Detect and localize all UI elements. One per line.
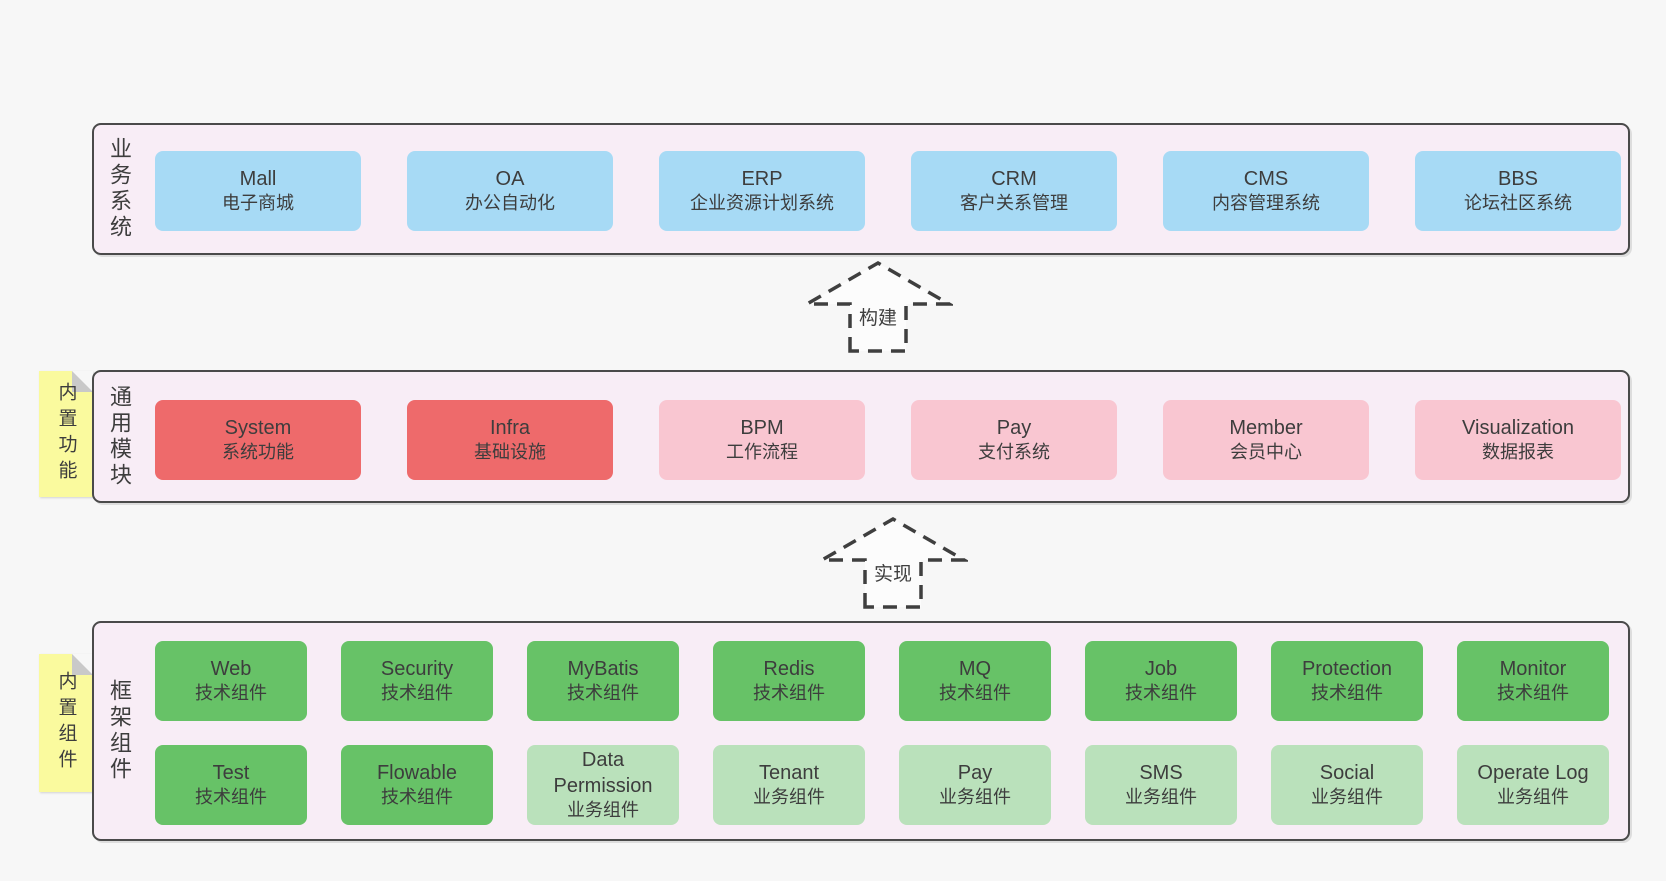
box-member-title: Member	[1229, 417, 1303, 440]
box-social-title: Social	[1319, 762, 1375, 785]
box-flowable-subtitle: 技术组件	[381, 787, 453, 808]
build-arrow: 构建	[803, 260, 953, 353]
box-security-subtitle: 技术组件	[381, 683, 453, 704]
box-security-title: Security	[380, 658, 454, 681]
box-member-subtitle: 会员中心	[1230, 442, 1302, 463]
box-redis: Redis 技术组件	[713, 641, 865, 721]
box-pay-module-title: Pay	[996, 417, 1032, 440]
box-erp-subtitle: 企业资源计划系统	[690, 193, 834, 214]
box-sms-subtitle: 业务组件	[1125, 787, 1197, 808]
box-system: System 系统功能	[155, 400, 361, 480]
box-test-title: Test	[212, 762, 250, 785]
box-pay-component: Pay 业务组件	[899, 745, 1051, 825]
box-mybatis-subtitle: 技术组件	[567, 683, 639, 704]
box-operate-log-subtitle: 业务组件	[1497, 787, 1569, 808]
box-web-title: Web	[210, 658, 252, 681]
box-flowable-title: Flowable	[376, 762, 458, 785]
box-flowable: Flowable 技术组件	[341, 745, 493, 825]
box-data-permission-subtitle: 业务组件	[567, 800, 639, 821]
box-sms-title: SMS	[1139, 762, 1183, 785]
box-infra-subtitle: 基础设施	[474, 442, 546, 463]
box-oa-title: OA	[495, 168, 525, 191]
box-sms: SMS 业务组件	[1085, 745, 1237, 825]
box-mall-title: Mall	[239, 168, 277, 191]
box-social-subtitle: 业务组件	[1311, 787, 1383, 808]
box-web: Web 技术组件	[155, 641, 307, 721]
box-monitor-title: Monitor	[1499, 658, 1567, 681]
box-member: Member 会员中心	[1163, 400, 1369, 480]
box-mall-subtitle: 电子商城	[222, 193, 294, 214]
box-bbs: BBS 论坛社区系统	[1415, 151, 1621, 231]
box-infra: Infra 基础设施	[407, 400, 613, 480]
box-pay-module: Pay 支付系统	[911, 400, 1117, 480]
box-job: Job 技术组件	[1085, 641, 1237, 721]
band-business-systems: 业务系统 Mall 电子商城 OA 办公自动化 ERP 企业资源计划系统 CRM…	[92, 123, 1630, 255]
box-redis-subtitle: 技术组件	[753, 683, 825, 704]
box-protection-title: Protection	[1301, 658, 1393, 681]
box-protection-subtitle: 技术组件	[1311, 683, 1383, 704]
box-mybatis: MyBatis 技术组件	[527, 641, 679, 721]
box-mq-subtitle: 技术组件	[939, 683, 1011, 704]
box-bpm-title: BPM	[740, 417, 784, 440]
box-bpm: BPM 工作流程	[659, 400, 865, 480]
build-arrow-label: 构建	[859, 307, 897, 329]
box-tenant: Tenant 业务组件	[713, 745, 865, 825]
box-infra-title: Infra	[489, 417, 531, 440]
box-pay-component-title: Pay	[957, 762, 993, 785]
box-mq-title: MQ	[958, 658, 992, 681]
box-erp: ERP 企业资源计划系统	[659, 151, 865, 231]
box-security: Security 技术组件	[341, 641, 493, 721]
box-crm-title: CRM	[991, 168, 1037, 191]
box-redis-title: Redis	[763, 658, 815, 681]
box-crm-subtitle: 客户关系管理	[960, 193, 1068, 214]
box-job-subtitle: 技术组件	[1125, 683, 1197, 704]
box-pay-component-subtitle: 业务组件	[939, 787, 1011, 808]
box-monitor: Monitor 技术组件	[1457, 641, 1609, 721]
box-social: Social 业务组件	[1271, 745, 1423, 825]
sticky-built-in-components-label: 内置组件	[55, 671, 77, 775]
box-bpm-subtitle: 工作流程	[726, 442, 798, 463]
box-erp-title: ERP	[741, 168, 783, 191]
box-operate-log-title: Operate Log	[1477, 762, 1589, 785]
box-tenant-subtitle: 业务组件	[753, 787, 825, 808]
box-mybatis-title: MyBatis	[567, 658, 639, 681]
box-bbs-subtitle: 论坛社区系统	[1464, 193, 1572, 214]
box-cms-subtitle: 内容管理系统	[1212, 193, 1320, 214]
sticky-built-in-functions-label: 内置功能	[55, 382, 77, 486]
band-common-modules-label: 通用模块	[107, 384, 132, 489]
box-protection: Protection 技术组件	[1271, 641, 1423, 721]
box-bbs-title: BBS	[1497, 168, 1539, 191]
sticky-built-in-components: 内置组件	[39, 654, 93, 792]
box-mq: MQ 技术组件	[899, 641, 1051, 721]
implement-arrow-label: 实现	[874, 563, 912, 585]
box-cms-title: CMS	[1243, 168, 1289, 191]
box-web-subtitle: 技术组件	[195, 683, 267, 704]
box-test-subtitle: 技术组件	[195, 787, 267, 808]
box-test: Test 技术组件	[155, 745, 307, 825]
box-visualization: Visualization 数据报表	[1415, 400, 1621, 480]
band-common-modules: 通用模块 System 系统功能 Infra 基础设施 BPM 工作流程 Pay…	[92, 370, 1630, 503]
sticky-built-in-functions: 内置功能	[39, 371, 93, 497]
band-framework-components-label: 框架组件	[107, 679, 132, 783]
box-cms: CMS 内容管理系统	[1163, 151, 1369, 231]
box-visualization-subtitle: 数据报表	[1482, 442, 1554, 463]
box-tenant-title: Tenant	[758, 762, 820, 785]
box-job-title: Job	[1144, 658, 1178, 681]
box-operate-log: Operate Log 业务组件	[1457, 745, 1609, 825]
box-data-permission-title: Data Permission	[553, 749, 653, 798]
band-framework-components: 框架组件 Web 技术组件 Security 技术组件 MyBatis 技术组件…	[92, 621, 1630, 841]
box-system-subtitle: 系统功能	[222, 442, 294, 463]
box-oa: OA 办公自动化	[407, 151, 613, 231]
implement-arrow: 实现	[818, 516, 968, 609]
box-visualization-title: Visualization	[1462, 417, 1574, 440]
box-monitor-subtitle: 技术组件	[1497, 683, 1569, 704]
box-system-title: System	[224, 417, 292, 440]
box-mall: Mall 电子商城	[155, 151, 361, 231]
box-pay-module-subtitle: 支付系统	[978, 442, 1050, 463]
box-crm: CRM 客户关系管理	[911, 151, 1117, 231]
box-oa-subtitle: 办公自动化	[465, 193, 555, 214]
box-data-permission: Data Permission 业务组件	[527, 745, 679, 825]
band-business-systems-label: 业务系统	[107, 137, 132, 241]
